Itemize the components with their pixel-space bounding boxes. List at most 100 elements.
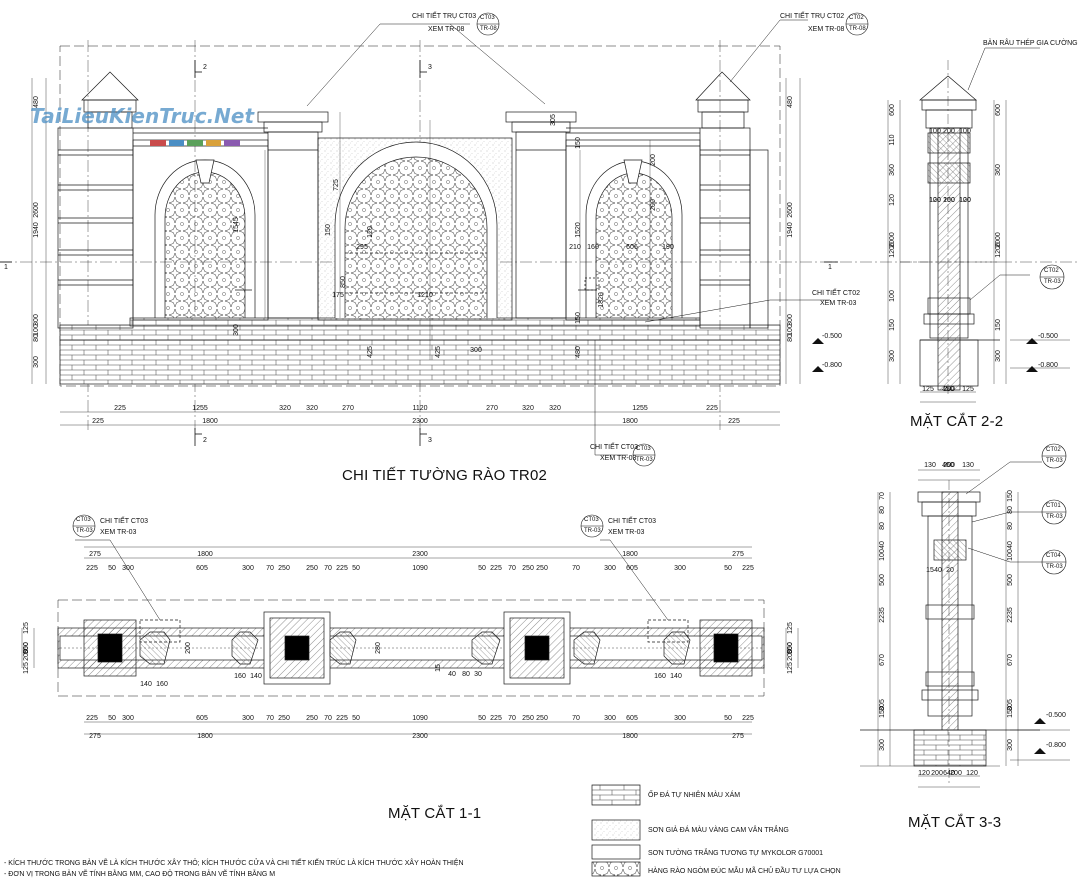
- elev-dim-right: 480: [787, 96, 794, 108]
- s22-dim-bottom: 125: [922, 386, 934, 393]
- elev-dim-right: 2600: [787, 202, 794, 218]
- s33-dim-left: 305: [879, 699, 886, 711]
- elev-dim-inner: 295: [356, 244, 368, 251]
- plan-dim-inner: 280: [375, 642, 382, 654]
- s33-dim-left: 150: [879, 706, 886, 718]
- callout-ct02-top-ref: XEM TR-08: [808, 26, 845, 33]
- s22-dim-left: 150: [889, 319, 896, 331]
- plan-dim-right: 300: [787, 642, 794, 654]
- elev-dim-bottom2: 2300: [412, 418, 428, 425]
- s33-dim-right: 2235: [1007, 607, 1014, 623]
- s22-dim-left: 2000: [889, 232, 896, 248]
- plan-dim-top1: 1800: [622, 551, 638, 558]
- plan-dim-right: 550: [787, 642, 794, 654]
- plan-dim-left: 125: [23, 662, 30, 674]
- elev-dim-inner: 725: [333, 179, 340, 191]
- callout-ct02-mid: CHI TIẾT CT02: [812, 290, 860, 297]
- plan-dim-bottom2: 250: [536, 715, 548, 722]
- s33-dim-bottom: 120: [966, 770, 978, 777]
- level-s22-500: -0.500: [1038, 333, 1058, 340]
- plan-dim-bottom2: 250: [306, 715, 318, 722]
- plan-dim-top2: 50: [724, 565, 732, 572]
- elev-dim-inner: 175: [332, 292, 344, 299]
- level-s33-500: -0.500: [1046, 712, 1066, 719]
- elev-dim-bottom1: 1255: [632, 405, 648, 412]
- legend-plain: SƠN TƯỜNG TRẮNG TƯƠNG TỰ MYKOLOR G70001: [648, 850, 824, 857]
- elev-dim-inner: 1210: [417, 292, 433, 299]
- elev-dim-inner: 850: [340, 276, 347, 288]
- s22-dim-right: 1200: [995, 242, 1002, 258]
- s22-dim-bottom: 450: [942, 386, 954, 393]
- s33-dim-inner: 15: [926, 567, 934, 574]
- plan-dim-right: 125: [787, 622, 794, 634]
- elev-dim-inner: 120: [367, 226, 374, 238]
- s33-dim-right: 150: [1007, 490, 1014, 502]
- callout-plan-right-ref: XEM TR-03: [608, 529, 645, 536]
- plan-dim-top2: 225: [86, 565, 98, 572]
- bubble-ct02-mid-sheet: TR-03: [1044, 279, 1061, 285]
- plan-dim-top2: 300: [242, 565, 254, 572]
- plan-dim-top2: 225: [742, 565, 754, 572]
- elev-dim-inner: 300: [470, 347, 482, 354]
- plan-dim-top1: 1800: [197, 551, 213, 558]
- plan-dim-bottom2: 300: [242, 715, 254, 722]
- plan-dim-top2: 70: [324, 565, 332, 572]
- elev-dim-inner: 305: [550, 114, 557, 126]
- section-1-1-view: [21, 539, 799, 735]
- plan-dim-bottom2: 50: [352, 715, 360, 722]
- s33-dim-inner: 40: [934, 567, 942, 574]
- watermark-text: TaiLieuKienTruc.Net: [30, 104, 255, 128]
- section-mark-3-bottom: 3: [428, 437, 432, 444]
- plan-dim-bottom2: 300: [674, 715, 686, 722]
- s22-dim-mid: 100: [929, 197, 941, 204]
- plan-dim-inner: 30: [474, 671, 482, 678]
- s33-dim-right: 80: [1007, 522, 1014, 530]
- plan-dim-top2: 70: [572, 565, 580, 572]
- elev-dim-bottom1: 1120: [412, 405, 427, 412]
- plan-dim-bottom2: 70: [508, 715, 516, 722]
- bubble-ct02-mid: CT02: [1044, 268, 1059, 274]
- section-3-3-view: [860, 461, 1070, 788]
- plan-dim-bottom2: 225: [742, 715, 754, 722]
- s33-dim-left: 80: [879, 522, 886, 530]
- plan-dim-bottom2: 50: [108, 715, 116, 722]
- elev-dim-left: 300: [33, 356, 40, 368]
- s22-dim-top: 100: [929, 128, 941, 135]
- plan-dim-top2: 300: [122, 565, 134, 572]
- elev-dim-right: 1940: [787, 222, 794, 238]
- s33-dim-left: 100: [879, 549, 886, 561]
- plan-dim-bottom2: 605: [196, 715, 208, 722]
- callout-ct03-bottom: CHI TIẾT CT03: [590, 444, 638, 451]
- level-elev-500: -0.500: [822, 333, 842, 340]
- watermark-bar: [150, 140, 240, 146]
- callout-ct03-top-ref: XEM TR-08: [428, 26, 465, 33]
- elev-dim-right: 300: [787, 314, 794, 326]
- elev-dim-inner: 150: [325, 224, 332, 236]
- section-1-1-title: MẶT CẮT 1-1: [388, 805, 482, 822]
- elev-dim-inner: 1820: [598, 292, 605, 308]
- elev-dim-bottom1: 320: [279, 405, 291, 412]
- elev-dim-bottom2: 1800: [622, 418, 638, 425]
- s22-dim-left: 120: [889, 194, 896, 206]
- s33-dim-right: 670: [1007, 654, 1014, 666]
- level-s33-800: -0.800: [1046, 742, 1066, 749]
- s22-dim-mid: 120: [959, 197, 971, 204]
- section-mark-1-right: 1: [828, 264, 832, 271]
- plan-dim-left: 550: [23, 642, 30, 654]
- elevation-title: CHI TIẾT TƯỜNG RÀO TR02: [342, 467, 548, 484]
- s22-dim-right: 300: [995, 350, 1002, 362]
- elev-dim-bottom2: 1800: [202, 418, 218, 425]
- elev-dim-left: 300: [33, 314, 40, 326]
- elev-dim-bottom1: 270: [342, 405, 354, 412]
- s33-dim-right: 40: [1007, 541, 1014, 549]
- legend-dots: SƠN GIẢ ĐÁ MÀU VÀNG CAM VÂN TRẮNG: [648, 827, 789, 834]
- elev-dim-left: 2600: [33, 202, 40, 218]
- bubble-ct02-top: CT02: [849, 15, 864, 21]
- plan-dim-bottom2: 225: [336, 715, 348, 722]
- elev-dim-inner: 300: [233, 324, 240, 336]
- elev-dim-inner: 480: [575, 346, 582, 358]
- s33-dim-bottom: 200: [931, 770, 943, 777]
- plan-dim-bottom2: 50: [478, 715, 486, 722]
- plan-dim-top2: 250: [306, 565, 318, 572]
- plan-dim-top1: 275: [732, 551, 744, 558]
